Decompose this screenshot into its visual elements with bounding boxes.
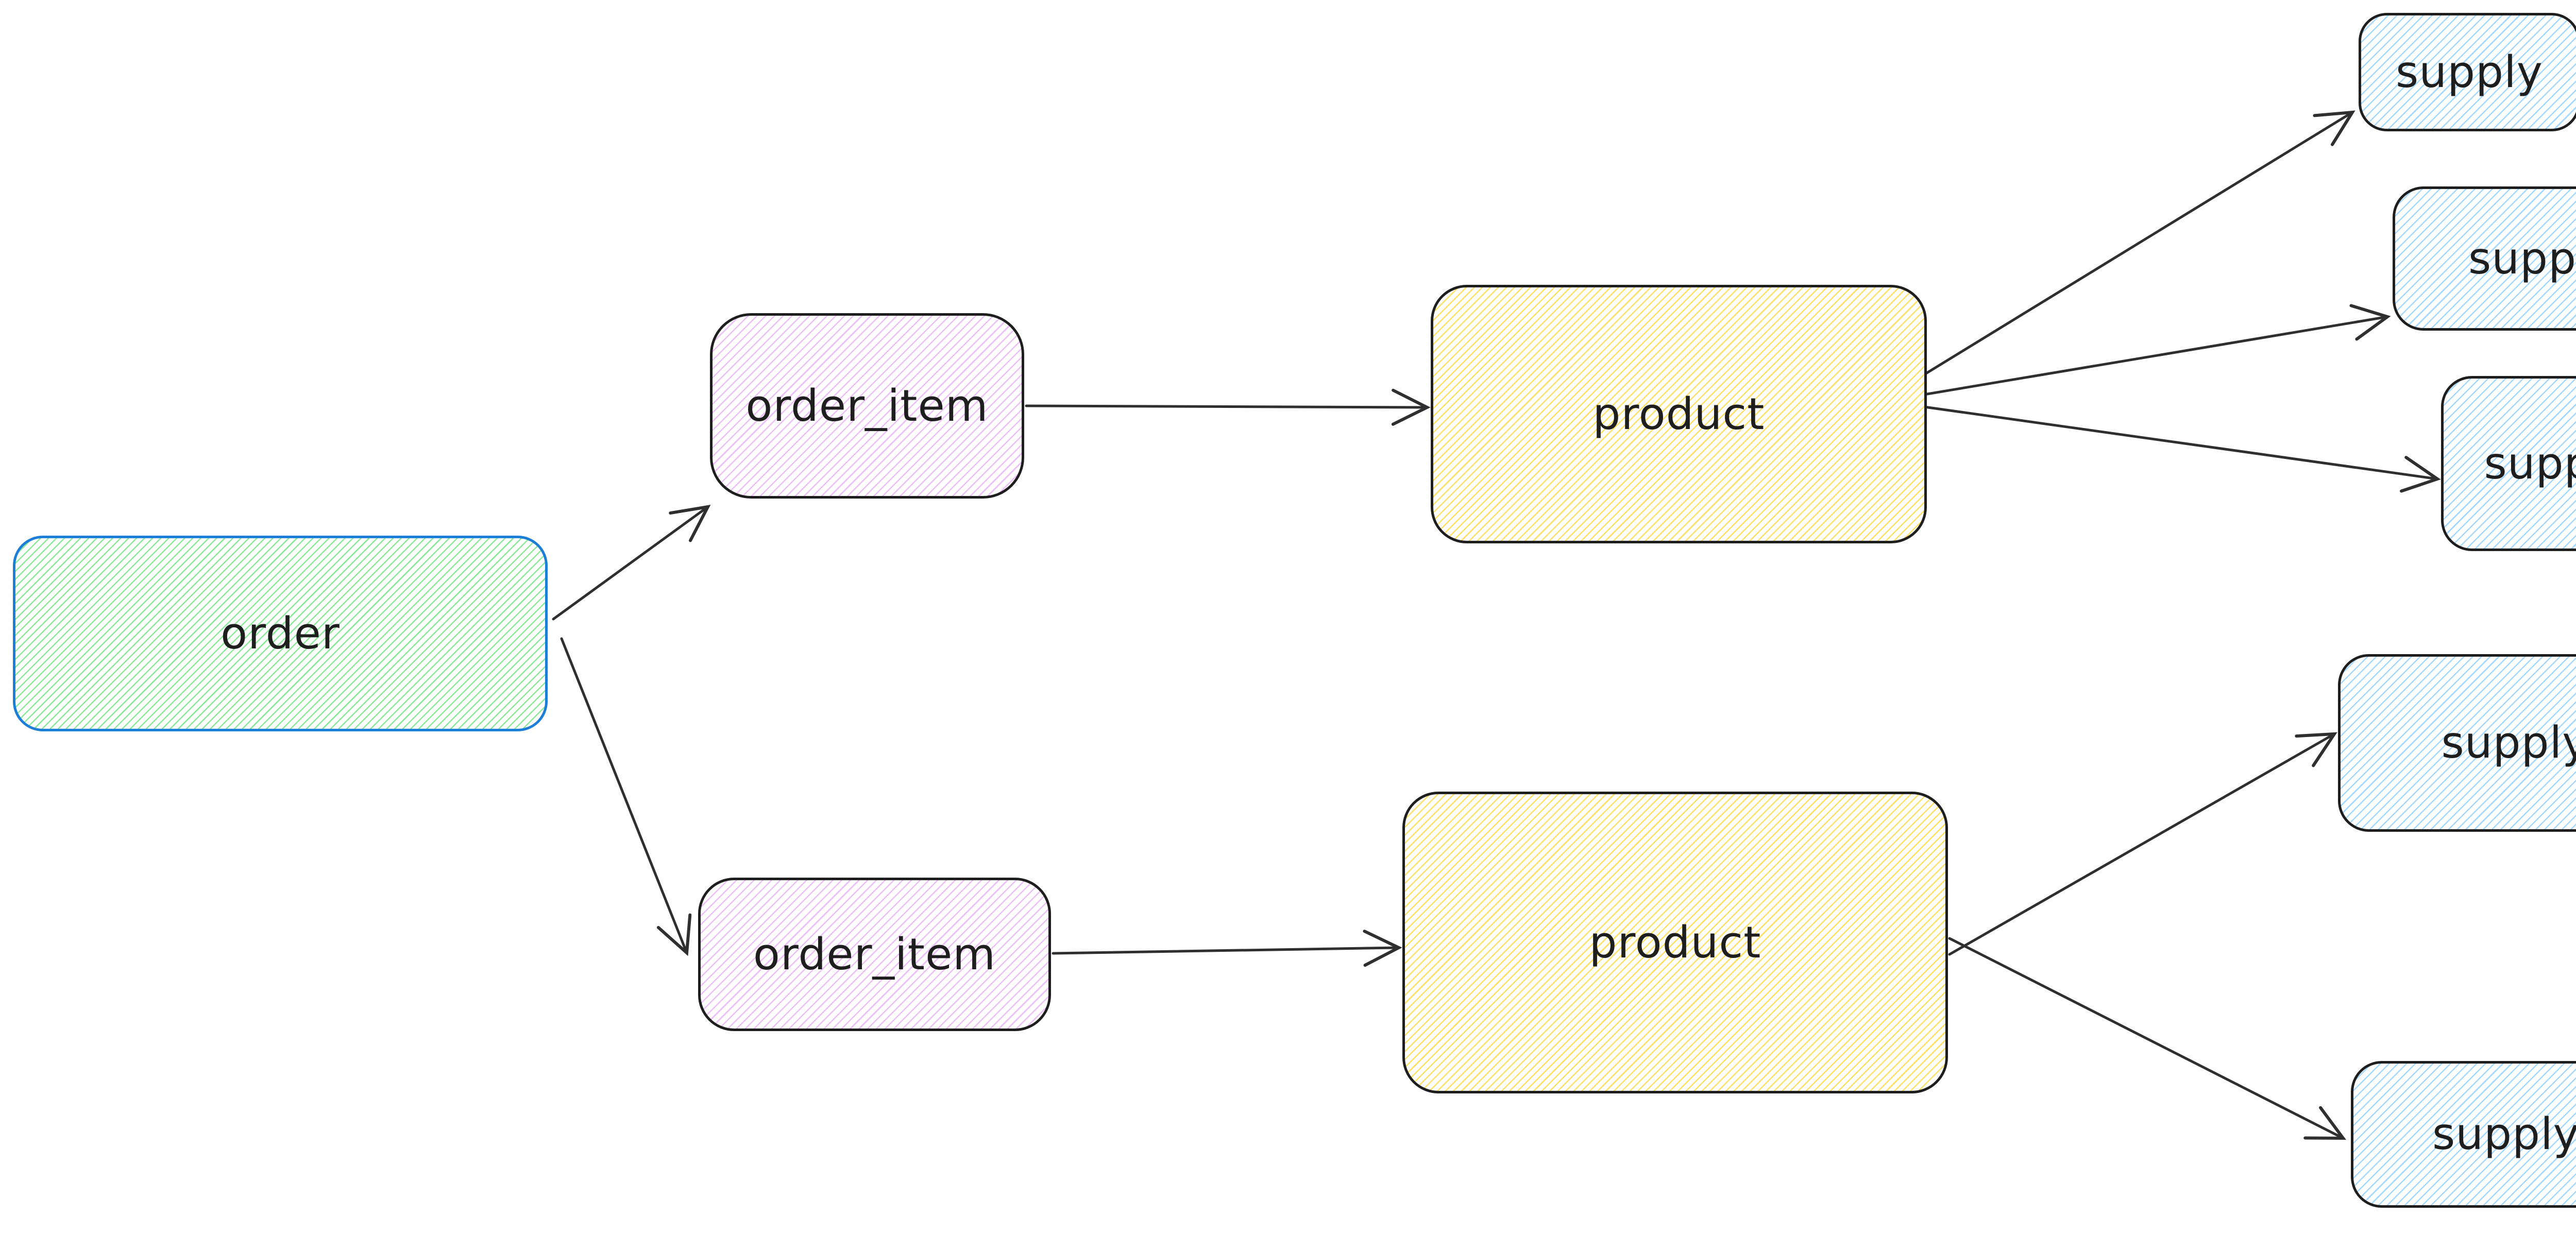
node-supply-1[interactable]: supply [2359,13,2576,131]
node-supply-2-label: supply [2468,233,2576,284]
node-order-label: order [221,608,340,659]
node-supply-3-label: supply [2484,438,2576,489]
node-supply-3[interactable]: supply [2441,376,2576,551]
arrow-product-2-to-supply-4[interactable] [1948,732,2337,956]
node-product-2[interactable]: product [1402,792,1948,1093]
node-supply-2[interactable]: supply [2393,186,2576,331]
arrow-order-to-order-item-1[interactable] [552,505,711,621]
node-supply-4[interactable]: supply [2338,654,2576,832]
arrow-product-1-to-supply-1[interactable] [1919,110,2355,379]
node-product-2-label: product [1589,917,1761,968]
node-supply-4-label: supply [2441,717,2576,768]
node-supply-5[interactable]: supply [2351,1061,2576,1208]
node-order-item-1-label: order_item [745,380,989,432]
node-supply-5-label: supply [2432,1109,2576,1160]
arrow-product-1-to-supply-3[interactable] [1919,405,2441,493]
node-product-1-label: product [1592,388,1765,440]
arrow-product-2-to-supply-5[interactable] [1948,937,2346,1140]
arrow-order-to-order-item-2[interactable] [560,637,692,956]
node-product-1[interactable]: product [1431,285,1927,543]
arrow-product-1-to-supply-2[interactable] [1920,304,2391,397]
node-order-item-1[interactable]: order_item [710,313,1024,499]
node-order-item-2[interactable]: order_item [698,878,1051,1031]
node-supply-1-label: supply [2396,46,2543,98]
arrow-order-item-1-to-product-1[interactable] [1025,388,1431,426]
node-order[interactable]: order [13,536,548,731]
node-order-item-2-label: order_item [753,929,996,980]
arrow-order-item-2-to-product-2[interactable] [1052,930,1402,967]
